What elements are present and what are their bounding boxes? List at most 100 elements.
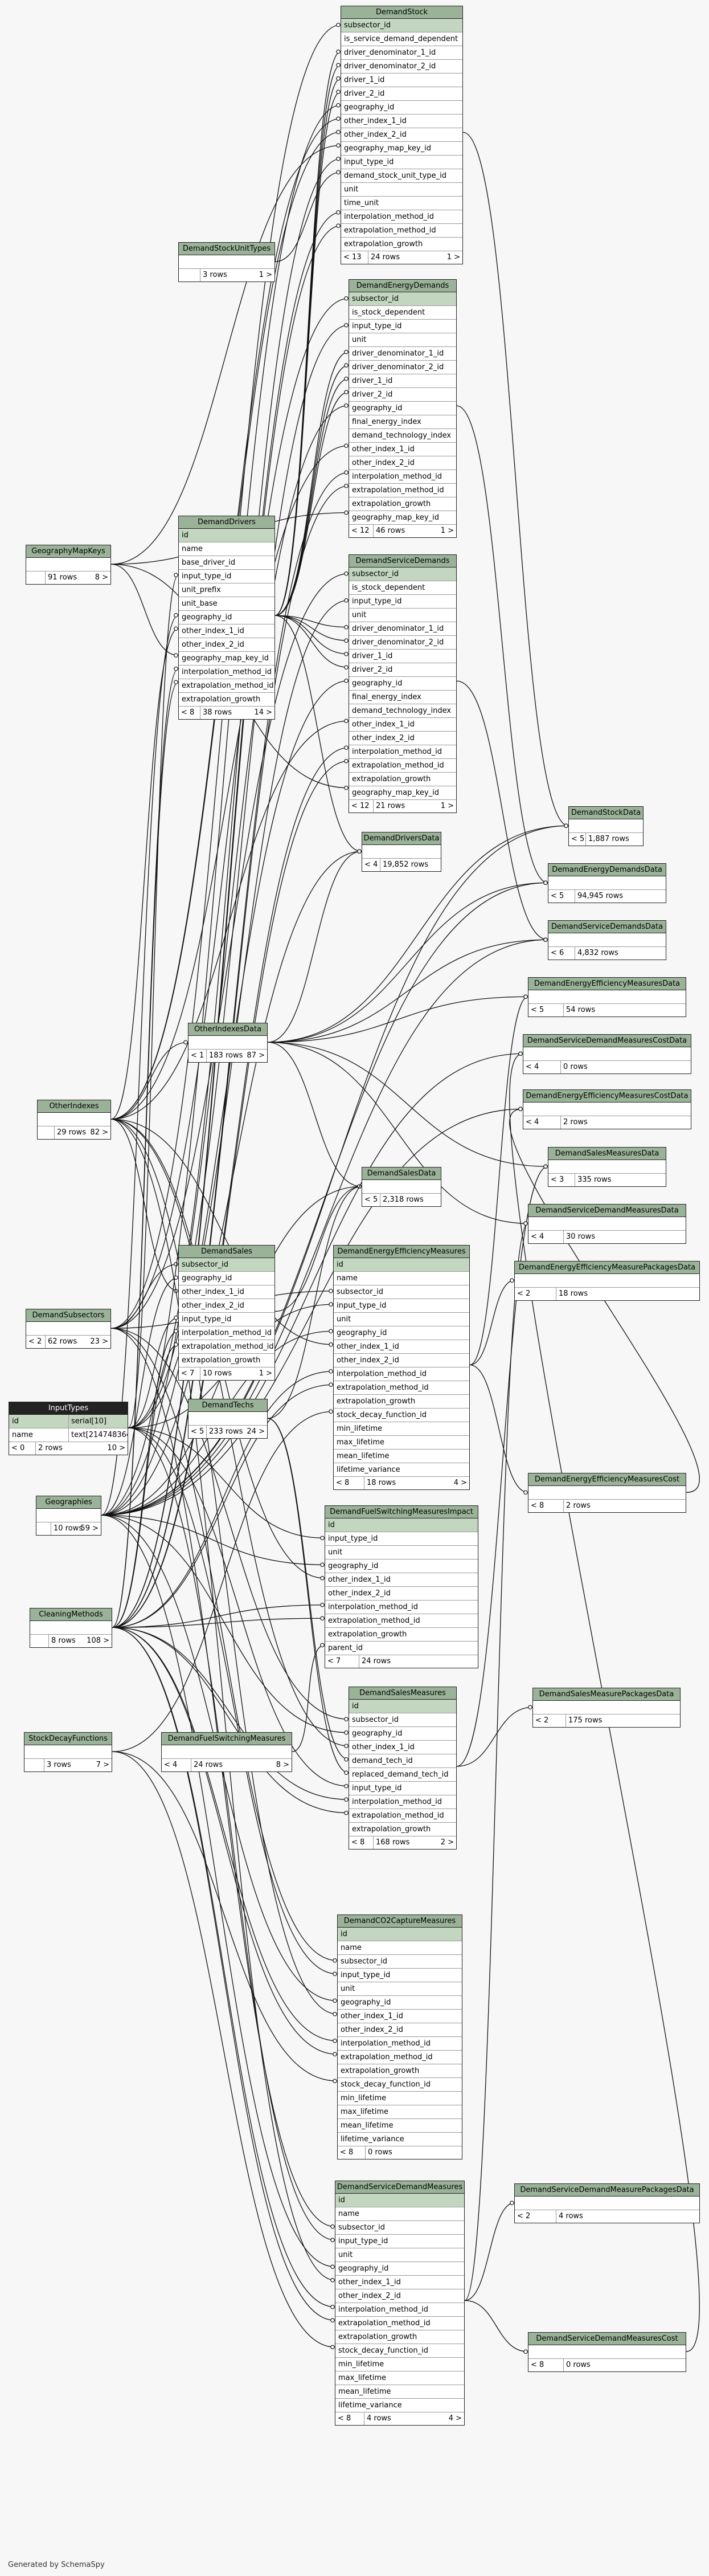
column-row[interactable]: other_index_2_id	[338, 2023, 462, 2037]
table-title[interactable]: DemandServiceDemandsData	[548, 921, 666, 933]
parent-count[interactable]: < 5	[364, 1195, 378, 1204]
column-row[interactable]: interpolation_method_id	[349, 745, 456, 759]
column-row[interactable]: subsector_id	[334, 1285, 469, 1299]
column-row[interactable]: unit_prefix	[179, 583, 274, 597]
table-demand-energy-efficiency-measure-packages-data[interactable]: DemandEnergyEfficiencyMeasurePackagesDat…	[514, 1261, 700, 1301]
column-row[interactable]: name	[179, 542, 274, 556]
column-row[interactable]: geography_map_key_id	[349, 511, 456, 525]
column-row[interactable]: driver_2_id	[349, 388, 456, 402]
parent-count[interactable]: < 4	[526, 1063, 539, 1071]
column-row[interactable]: subsector_id	[349, 292, 456, 306]
table-title[interactable]: DemandSubsectors	[26, 1309, 110, 1322]
table-input-types[interactable]: InputTypesidserial[10]nametext[214748364…	[9, 1402, 128, 1455]
parent-count[interactable]: < 7	[181, 1369, 195, 1378]
column-row[interactable]: other_index_1_id	[179, 624, 274, 638]
column-row[interactable]: extrapolation_method_id	[179, 1340, 274, 1354]
table-demand-energy-efficiency-measures-cost-data[interactable]: DemandEnergyEfficiencyMeasuresCostData< …	[523, 1089, 691, 1129]
parent-count[interactable]: < 8	[336, 1479, 350, 1487]
column-row[interactable]: other_index_2_id	[341, 128, 462, 142]
column-row[interactable]: other_index_1_id	[349, 1741, 456, 1754]
column-row[interactable]: other_index_1_id	[349, 443, 456, 456]
parent-count[interactable]: < 4	[164, 1761, 178, 1769]
table-title[interactable]: DemandStock	[341, 6, 462, 19]
parent-count[interactable]: < 7	[327, 1657, 341, 1665]
table-title[interactable]: DemandStockData	[569, 807, 643, 819]
column-row[interactable]: unit	[334, 1313, 469, 1326]
column-row[interactable]: min_lifetime	[335, 2358, 464, 2371]
table-title[interactable]: DemandServiceDemandMeasurePackagesData	[515, 2184, 699, 2197]
column-row[interactable]: geography_id	[349, 677, 456, 691]
parent-count[interactable]: < 4	[531, 1232, 544, 1241]
column-row[interactable]: input_type_id	[341, 156, 462, 169]
table-title[interactable]: DemandEnergyEfficiencyMeasuresData	[528, 978, 686, 990]
column-row[interactable]: geography_id	[334, 1326, 469, 1340]
column-row[interactable]: extrapolation_growth	[179, 693, 274, 707]
column-row[interactable]: min_lifetime	[338, 2092, 462, 2105]
column-row[interactable]: max_lifetime	[334, 1436, 469, 1450]
column-row[interactable]: other_index_1_id	[334, 1340, 469, 1354]
parent-count[interactable]: < 2	[28, 1337, 42, 1346]
column-row[interactable]: geography_map_key_id	[179, 652, 274, 666]
column-row[interactable]: name	[334, 1272, 469, 1285]
parent-count[interactable]: < 12	[351, 526, 370, 535]
column-row[interactable]: geography_id	[349, 1727, 456, 1741]
table-title[interactable]: CleaningMethods	[30, 1609, 112, 1621]
parent-count[interactable]: < 6	[551, 949, 564, 957]
column-row[interactable]: stock_decay_function_id	[334, 1409, 469, 1422]
column-row[interactable]: demand_tech_id	[349, 1754, 456, 1768]
table-title[interactable]: DemandEnergyEfficiencyMeasures	[334, 1246, 469, 1258]
table-demand-service-demand-measure-packages-data[interactable]: DemandServiceDemandMeasurePackagesData< …	[514, 2183, 700, 2223]
column-row[interactable]: demand_technology_index	[349, 704, 456, 718]
parent-count[interactable]: < 8	[531, 2361, 544, 2369]
column-row[interactable]: lifetime_variance	[338, 2133, 462, 2146]
column-row[interactable]: interpolation_method_id	[179, 1326, 274, 1340]
column-row[interactable]: id	[335, 2194, 464, 2207]
column-row[interactable]: geography_map_key_id	[349, 786, 456, 800]
column-row[interactable]: id	[325, 1518, 478, 1532]
child-count[interactable]: 14 >	[254, 708, 272, 717]
column-row[interactable]: geography_id	[179, 1272, 274, 1285]
column-row[interactable]: id	[349, 1700, 456, 1713]
column-row[interactable]: geography_id	[349, 402, 456, 415]
child-count[interactable]: 23 >	[90, 1337, 108, 1346]
column-row[interactable]: id	[179, 529, 274, 542]
child-count[interactable]: 24 >	[247, 1427, 265, 1436]
column-row[interactable]: extrapolation_growth	[334, 1395, 469, 1409]
column-row[interactable]: driver_denominator_2_id	[341, 60, 462, 74]
child-count[interactable]: 8 >	[276, 1761, 289, 1769]
column-row[interactable]: subsector_id	[179, 1258, 274, 1272]
column-row[interactable]: extrapolation_growth	[335, 2330, 464, 2344]
column-row[interactable]: geography_id	[335, 2262, 464, 2276]
column-row[interactable]: driver_denominator_1_id	[349, 347, 456, 361]
column-row[interactable]: geography_id	[338, 1996, 462, 2010]
table-title[interactable]: DemandEnergyEfficiencyMeasuresCostData	[523, 1090, 691, 1103]
column-row[interactable]: unit	[338, 1982, 462, 1996]
column-row[interactable]: other_index_2_id	[349, 732, 456, 745]
parent-count[interactable]: < 3	[551, 1175, 564, 1184]
column-row[interactable]: max_lifetime	[335, 2371, 464, 2385]
child-count[interactable]: 7 >	[96, 1761, 109, 1769]
table-title[interactable]: DemandServiceDemands	[349, 555, 456, 568]
column-row[interactable]: geography_map_key_id	[341, 142, 462, 156]
column-row[interactable]: other_index_1_id	[341, 115, 462, 128]
column-row[interactable]: driver_denominator_2_id	[349, 636, 456, 650]
column-row[interactable]: input_type_id	[334, 1299, 469, 1313]
child-count[interactable]: 4 >	[453, 1479, 467, 1487]
table-title[interactable]: DemandEnergyDemands	[349, 280, 456, 292]
parent-count[interactable]: < 5	[531, 1006, 544, 1014]
column-row[interactable]: driver_2_id	[349, 663, 456, 677]
table-title[interactable]: DemandServiceDemandMeasuresCost	[528, 2333, 686, 2345]
column-row[interactable]: extrapolation_method_id	[179, 679, 274, 693]
parent-count[interactable]: < 8	[181, 708, 195, 717]
column-row[interactable]: input_type_id	[349, 595, 456, 609]
